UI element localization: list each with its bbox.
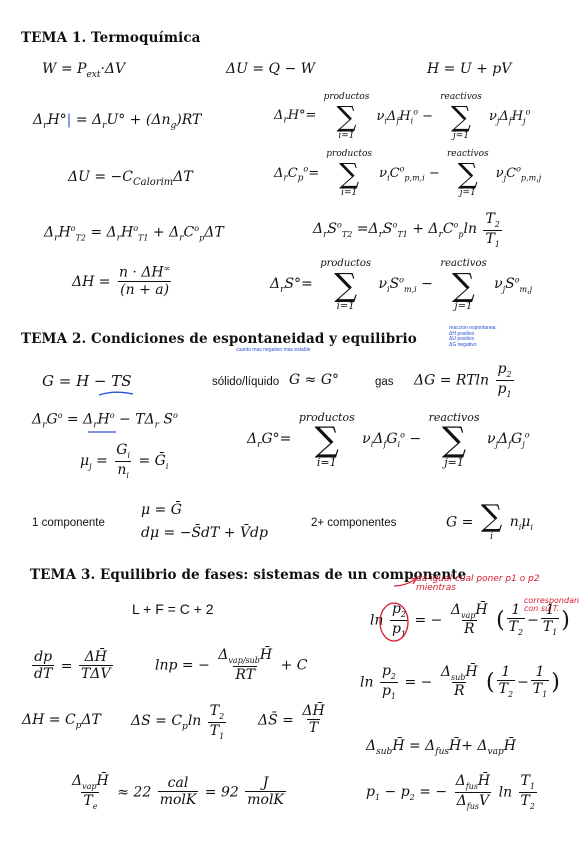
enthalpy-formula: H = U + pV <box>427 61 512 77</box>
delta-rH-formula: ΔrH°| = ΔrU° + (Δng)RT <box>33 112 202 131</box>
one-component-label: 1 componente <box>32 517 105 529</box>
blue-underline-mark <box>98 391 134 396</box>
gibbs-formula: G = H − TS <box>42 372 132 390</box>
delta-rH-sum: ΔrH°= productos∑i=1 νiΔfHio − reactivos∑… <box>274 92 531 141</box>
entropy-molar-formula: ΔS̄ = ΔH̄T <box>258 703 325 737</box>
sublimation-formula: ΔsubH̄ = ΔfusH̄+ ΔvapH̄ <box>366 738 516 757</box>
mu-formula: μ = Ḡ <box>141 502 182 518</box>
delta-rS-sum: ΔrS°= productos∑i=1 νiSom,i − reactivos∑… <box>270 258 533 312</box>
tema1-title: TEMA 1. Termoquímica <box>21 30 201 46</box>
delta-rG-formula: ΔrGo = ΔrHo − TΔr So <box>32 411 178 431</box>
lnp-formula: lnp = − Δvap/subH̄RT + C <box>155 647 308 683</box>
dmu-formula: dμ = −S̄dT + V̄dp <box>141 525 268 541</box>
note-spontaneous: reaccion espontanea: ΔH positivo ΔU posi… <box>449 325 497 348</box>
kirchhoff-formula: ΔrHoT2 = ΔrHoT1 + ΔrCopΔT <box>44 224 224 244</box>
handwritten-note-2: correspondan con su T. <box>524 596 580 613</box>
blue-underline-mark-2 <box>88 431 116 433</box>
note-more-negative: cuanto mas negativo mas estable <box>236 347 311 353</box>
ideal-heat-formula: ΔH = CpΔT <box>22 712 101 731</box>
solid-liquid-label: sólido/líquido <box>212 376 280 388</box>
multi-component-label: 2+ componentes <box>311 517 397 529</box>
G-sum-formula: G = ∑i niμi <box>446 499 533 543</box>
delta-rG-sum: ΔrG°= productos∑i=1 νiΔfGio − reactivos∑… <box>247 411 530 469</box>
red-circle-mark <box>379 602 409 642</box>
tema2-title: TEMA 2. Condiciones de espontaneidad y e… <box>21 331 417 347</box>
delta-rCp-sum: ΔrCpo= productos∑i=1 νiCop,m,i − reactiv… <box>274 149 542 198</box>
solid-liquid-formula: G ≈ G° <box>289 372 339 388</box>
dilution-formula: ΔH = n · ΔH∞(n + a) <box>72 264 172 299</box>
phase-rule: L + F = C + 2 <box>132 601 214 617</box>
work-formula: W = Pext·ΔV <box>42 61 126 80</box>
gas-label: gas <box>375 376 394 388</box>
tema3-title: TEMA 3. Equilibrio de fases: sistemas de… <box>30 567 467 583</box>
handwritten-note-1: da igual cual poner p1 o p2 mientras <box>416 574 540 593</box>
calorimeter-formula: ΔU = −CCalorimΔT <box>68 169 193 188</box>
internal-energy-formula: ΔU = Q − W <box>226 61 316 77</box>
red-arrow <box>393 577 418 587</box>
